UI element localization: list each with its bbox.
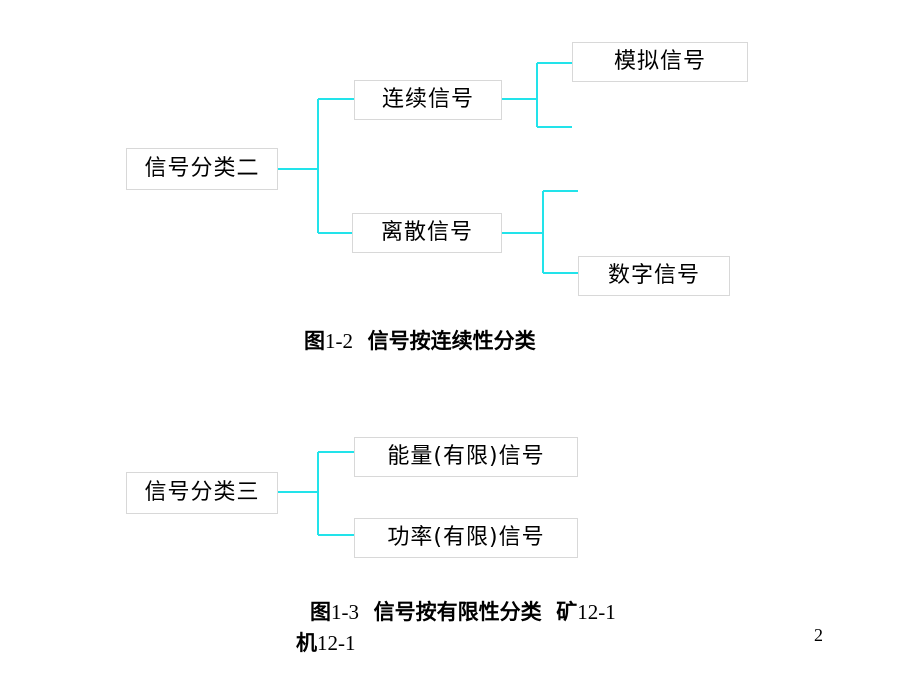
- node-root-classification-3-label: 信号分类三: [144, 480, 260, 505]
- node-power-signal: 功率(有限)信号: [354, 518, 578, 558]
- node-continuous-signal-label: 连续信号: [381, 87, 474, 112]
- caption-1-2-text: 信号按连续性分类: [367, 329, 536, 353]
- figure-caption-1-3-line2: 机12-1: [296, 627, 356, 657]
- node-root-classification-2: 信号分类二: [126, 148, 278, 190]
- node-power-signal-label: 功率(有限)信号: [387, 525, 545, 550]
- figure-caption-1-3: 图1-3 信号按有限性分类 矿12-1: [310, 596, 616, 626]
- node-discrete-signal-label: 离散信号: [380, 220, 473, 245]
- caption-1-3-text: 信号按有限性分类: [373, 600, 542, 624]
- caption-1-2-number: 1-2: [325, 329, 353, 353]
- caption-1-3-extra-b-number: 12-1: [317, 631, 356, 655]
- node-energy-signal: 能量(有限)信号: [354, 437, 578, 477]
- node-analog-signal: 模拟信号: [572, 42, 748, 82]
- node-root-classification-2-label: 信号分类二: [144, 156, 260, 181]
- figure-caption-1-2: 图1-2 信号按连续性分类: [304, 325, 536, 355]
- caption-1-3-number: 1-3: [331, 600, 359, 624]
- caption-1-3-prefix: 图: [310, 600, 331, 624]
- node-digital-signal: 数字信号: [578, 256, 730, 296]
- node-analog-signal-label: 模拟信号: [613, 49, 706, 74]
- caption-1-3-extra-a-number: 12-1: [577, 600, 616, 624]
- node-continuous-signal: 连续信号: [354, 80, 502, 120]
- node-digital-signal-label: 数字信号: [607, 263, 700, 288]
- node-energy-signal-label: 能量(有限)信号: [387, 444, 545, 469]
- caption-1-3-extra-b: 机: [296, 631, 317, 655]
- caption-1-2-prefix: 图: [304, 329, 325, 353]
- caption-1-3-extra-a: 矿: [556, 600, 578, 624]
- page-number: 2: [814, 625, 823, 645]
- node-root-classification-3: 信号分类三: [126, 472, 278, 514]
- node-discrete-signal: 离散信号: [352, 213, 502, 253]
